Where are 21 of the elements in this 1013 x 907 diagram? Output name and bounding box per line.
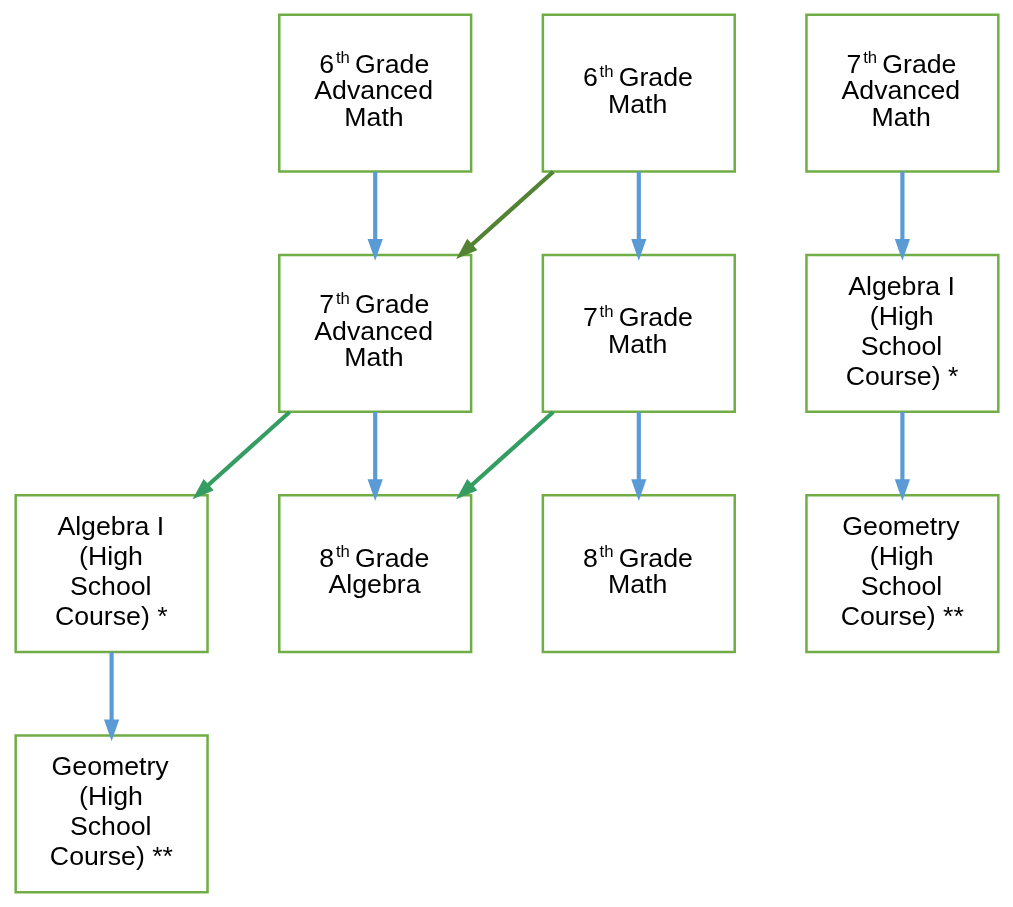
- node-box: Algebra I (High School Course) *: [13, 493, 209, 654]
- arrow: [367, 411, 383, 501]
- node-box: 6$^{th}$ Grade Advanced Math: [277, 13, 472, 173]
- node-box: 6$^{th}$ Grade Math: [541, 13, 736, 173]
- arrow: [630, 411, 646, 501]
- arrow: [367, 171, 383, 261]
- node-box: Algebra I (High School Course) *: [804, 253, 1000, 414]
- arrow: [630, 171, 646, 261]
- node-box: 8$^{th}$ Grade Algebra: [277, 493, 472, 654]
- node-box: 7$^{th}$ Grade Advanced Math: [804, 13, 1000, 173]
- node-box: Geometry (High School Course) **: [13, 734, 209, 894]
- arrow: [894, 171, 910, 261]
- arrow: [894, 411, 910, 501]
- node-box: 7$^{th}$ Grade Advanced Math: [277, 253, 472, 414]
- node-box: 8$^{th}$ Grade Math: [541, 493, 736, 654]
- arrow: [103, 652, 119, 742]
- node-box: Geometry (High School Course) **: [804, 493, 1000, 654]
- arrow: [455, 410, 555, 500]
- node-box: 7$^{th}$ Grade Math: [541, 253, 736, 414]
- arrow: [192, 410, 291, 500]
- arrow: [455, 170, 555, 259]
